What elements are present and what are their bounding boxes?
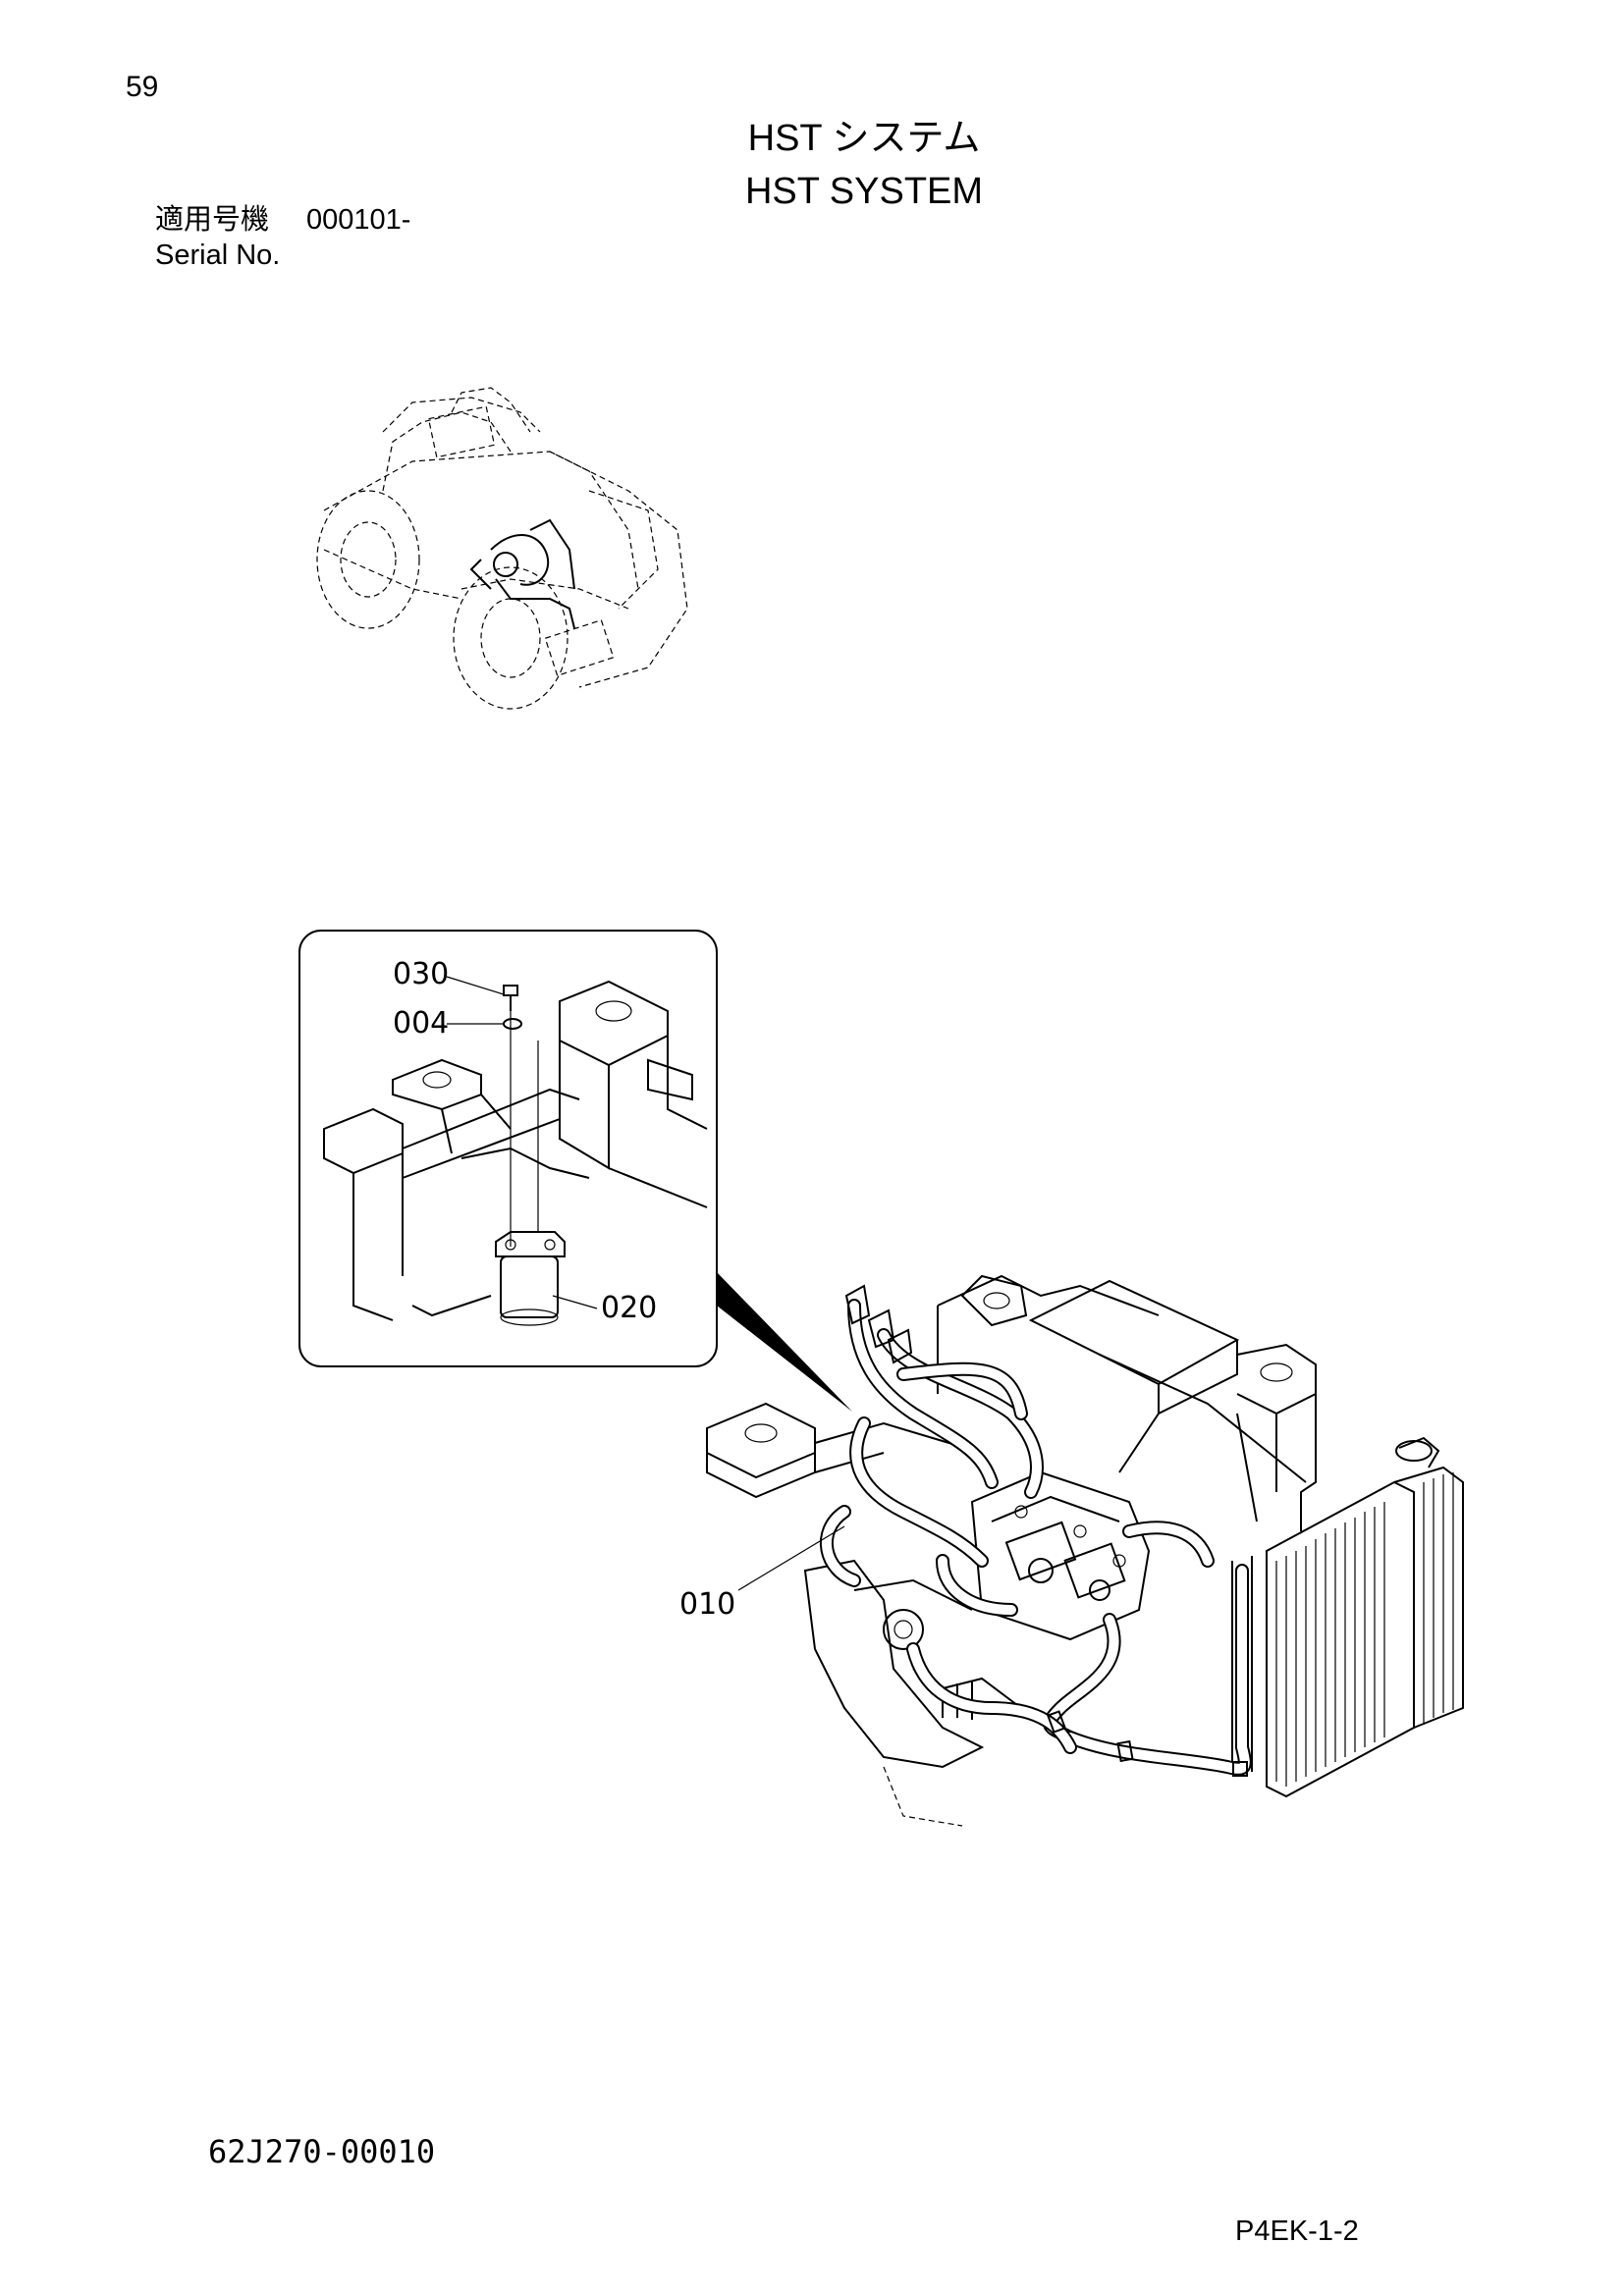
page-code: P4EK-1-2 <box>1235 2216 1359 2247</box>
callout-030: 030 <box>393 957 450 991</box>
callout-004: 004 <box>393 1006 450 1041</box>
detail-inset <box>298 930 718 1367</box>
serial-value: 000101- <box>306 204 411 236</box>
machine-overview-sketch <box>316 387 688 710</box>
serial-label-jp: 適用号機 <box>155 204 270 236</box>
drawing-number: 62J270-00010 <box>208 2133 436 2170</box>
page-title-jp: HST システム <box>747 118 981 159</box>
page-title-en: HST SYSTEM <box>744 171 984 212</box>
detail-pointer <box>717 1272 852 1412</box>
hst-assembly-drawing <box>706 1274 1464 1827</box>
page-number: 59 <box>126 71 159 103</box>
callout-020: 020 <box>601 1291 658 1325</box>
callout-010: 010 <box>679 1587 736 1622</box>
serial-label-en: Serial No. <box>155 240 281 271</box>
